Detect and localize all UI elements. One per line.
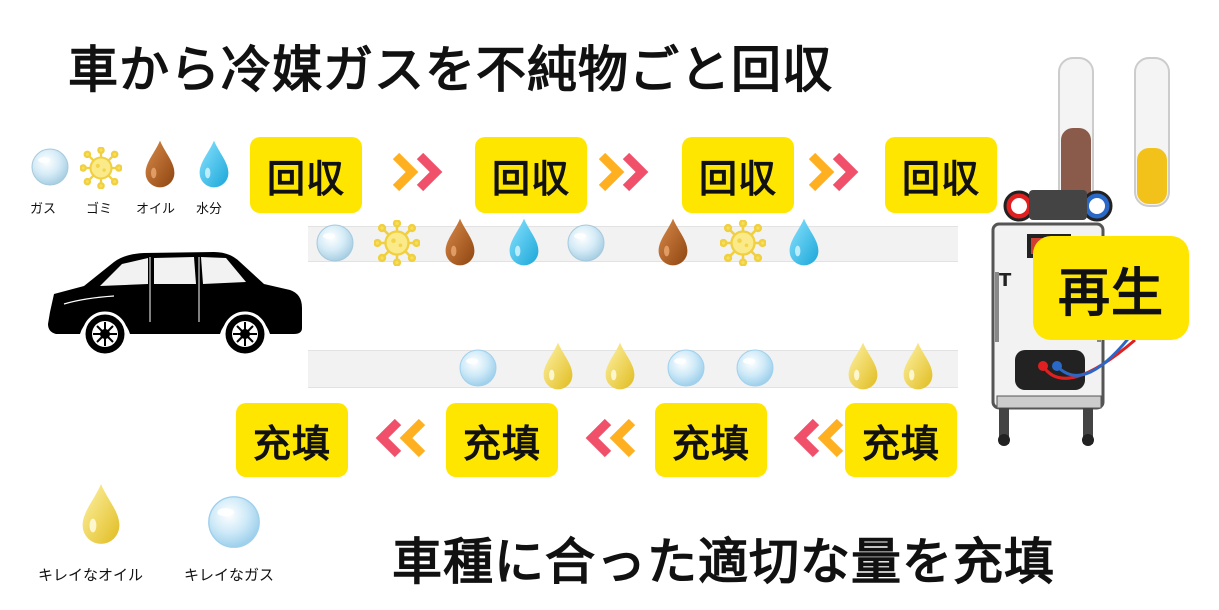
chevron-right-icon xyxy=(596,150,656,194)
oil-drop-icon xyxy=(142,138,178,190)
chevron-left-icon xyxy=(368,416,428,460)
title-bottom: 車種に合った適切な量を充填 xyxy=(392,533,1055,591)
recovery-step-3: 回収 xyxy=(682,137,794,213)
dust-germ-icon xyxy=(374,220,420,266)
chevron-right-icon xyxy=(806,150,866,194)
clean-gas-bubble-icon xyxy=(735,348,775,388)
dust-germ-icon xyxy=(720,220,766,266)
legend-label-gas: ガス xyxy=(30,202,57,217)
gas-bubble-icon xyxy=(315,223,355,263)
legend-label-dust: ゴミ xyxy=(86,202,113,217)
oil-drop-icon xyxy=(655,216,691,268)
legend-label-water: 水分 xyxy=(196,202,223,217)
suv-car-icon xyxy=(44,242,306,356)
gas-bubble-icon xyxy=(566,223,606,263)
clean-oil-drop-icon xyxy=(900,340,936,392)
svg-text:T: T xyxy=(999,270,1012,291)
gas-bubble-icon xyxy=(30,147,70,187)
chevron-left-icon xyxy=(786,416,846,460)
water-drop-icon xyxy=(506,216,542,268)
clean-oil-drop-icon xyxy=(845,340,881,392)
dust-germ-icon xyxy=(80,147,122,189)
recovery-step-2: 回収 xyxy=(475,137,587,213)
clean-gas-bubble-icon xyxy=(458,348,498,388)
fill-step-4: 充填 xyxy=(236,403,348,477)
regenerate-label: 再生 xyxy=(1033,236,1189,340)
clean-oil-drop-icon xyxy=(78,480,124,548)
clean-gas-bubble-icon xyxy=(206,494,262,550)
water-drop-icon xyxy=(196,138,232,190)
chevron-left-icon xyxy=(578,416,638,460)
fill-step-3: 充填 xyxy=(446,403,558,477)
clean-gas-bubble-icon xyxy=(666,348,706,388)
legend-label-oil: オイル xyxy=(136,202,176,217)
legend-label-clean-oil: キレイなオイル xyxy=(38,566,144,584)
water-drop-icon xyxy=(786,216,822,268)
legend-label-clean-gas: キレイなガス xyxy=(184,566,275,584)
fill-step-1: 充填 xyxy=(845,403,957,477)
oil-drop-icon xyxy=(442,216,478,268)
clean-oil-drop-icon xyxy=(602,340,638,392)
title-top: 車から冷媒ガスを不純物ごと回収 xyxy=(68,41,833,99)
chevron-right-icon xyxy=(390,150,450,194)
recovery-step-1: 回収 xyxy=(250,137,362,213)
fill-step-2: 充填 xyxy=(655,403,767,477)
recovery-step-4: 回収 xyxy=(885,137,997,213)
clean-oil-drop-icon xyxy=(540,340,576,392)
